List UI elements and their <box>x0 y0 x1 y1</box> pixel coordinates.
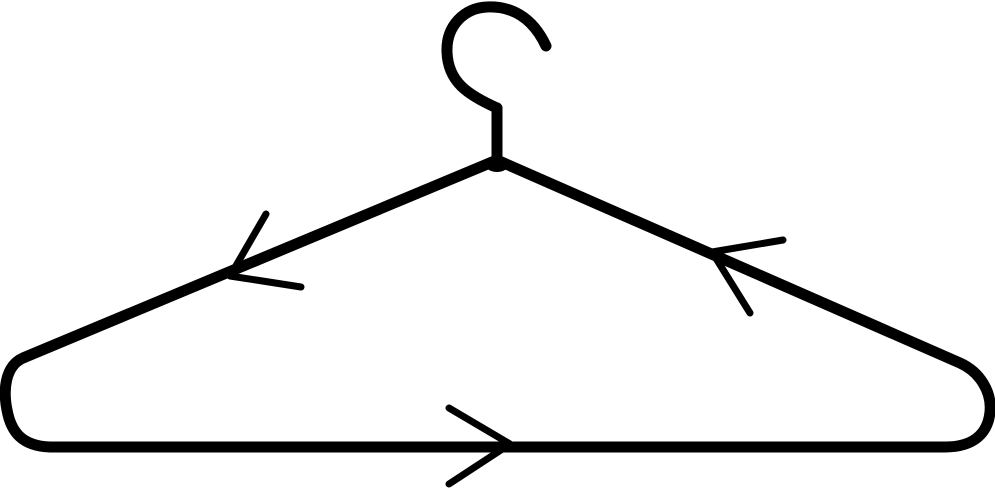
arrow-left-upper <box>226 210 305 291</box>
hanger-joint-knot <box>485 156 509 172</box>
arrow-bottom <box>445 404 514 488</box>
hanger-hook <box>441 1 552 114</box>
direction-arrows <box>226 210 787 488</box>
arrow-right-upper <box>708 236 787 317</box>
hanger-outline <box>0 1 995 453</box>
hanger-body <box>0 154 995 453</box>
